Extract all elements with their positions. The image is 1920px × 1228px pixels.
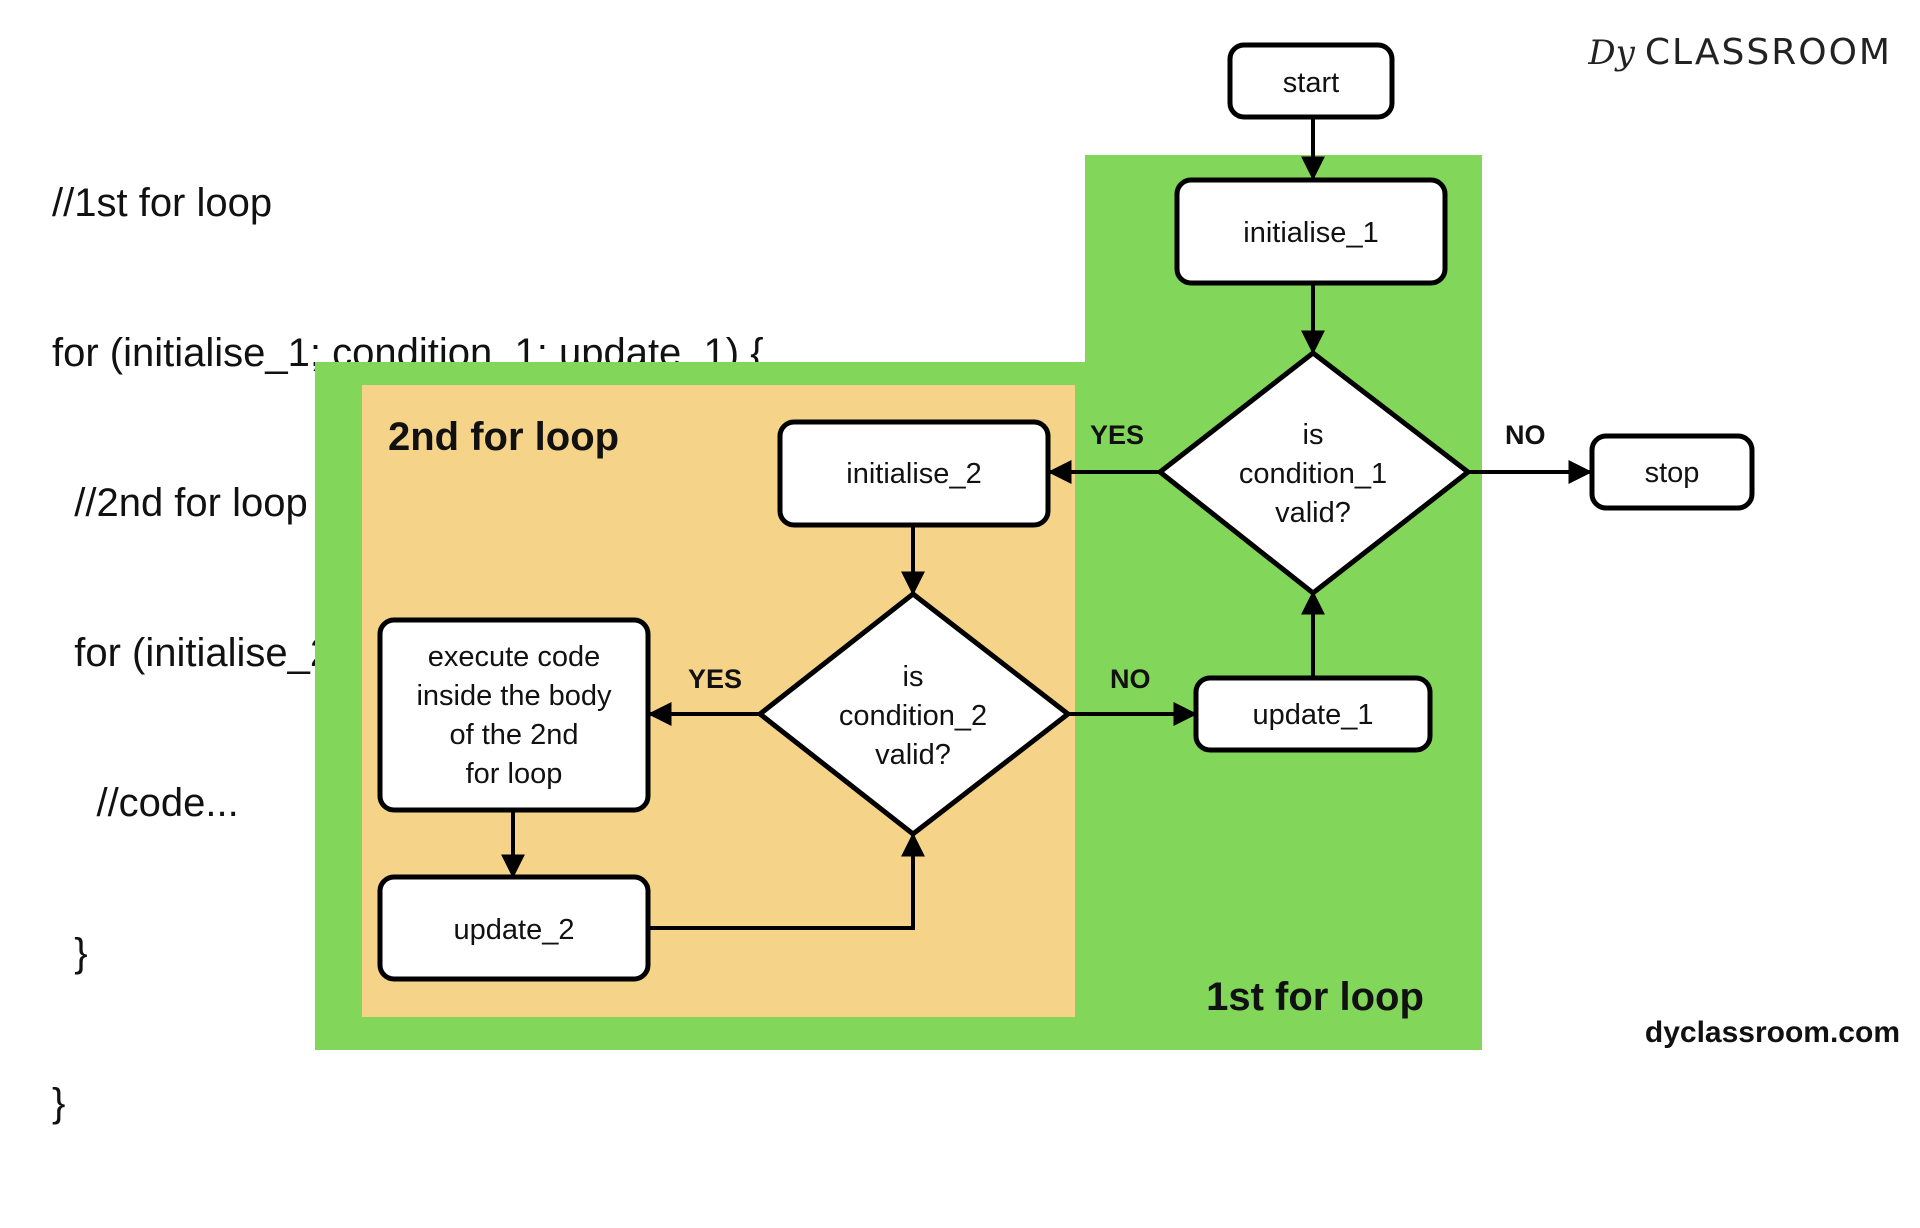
- code-line: }: [52, 931, 88, 975]
- condition-2-decision: [755, 590, 1073, 838]
- condition-2-line: condition_2: [839, 700, 987, 732]
- initialise-1-node: [1174, 177, 1448, 286]
- logo-mark: Dy: [1588, 32, 1635, 73]
- logo-wordmark: CLASSROOM: [1644, 32, 1892, 73]
- code-snippet: //1st for loop for (initialise_1; condit…: [52, 78, 786, 1228]
- code-line: for (initialise_2; condition_2; update_2…: [52, 631, 786, 675]
- condition-2-no-label: NO: [1110, 664, 1151, 694]
- stop-node: [1589, 433, 1755, 511]
- condition-1-decision: [1155, 349, 1473, 597]
- start-label: start: [1283, 67, 1339, 99]
- code-line: //2nd for loop: [52, 481, 308, 525]
- initialise-1-label: initialise_1: [1243, 217, 1378, 249]
- update-1-label: update_1: [1253, 699, 1374, 731]
- initialise-2-node: [777, 419, 1051, 528]
- code-line: //code...: [52, 781, 239, 825]
- code-line: }: [52, 1081, 66, 1125]
- condition-2-line: is: [903, 661, 924, 693]
- condition-1-line: is: [1303, 419, 1324, 451]
- condition-2-line: valid?: [875, 739, 951, 771]
- code-line: //1st for loop: [52, 181, 273, 225]
- stop-label: stop: [1645, 457, 1700, 489]
- code-line: for (initialise_1; condition_1; update_1…: [52, 331, 764, 375]
- outer-loop-label: 1st for loop: [1206, 975, 1424, 1019]
- condition-1-yes-label: YES: [1090, 420, 1144, 450]
- update-1-node: [1193, 675, 1433, 753]
- condition-1-line: valid?: [1275, 497, 1351, 529]
- condition-1-no-label: NO: [1505, 420, 1546, 450]
- start-node: [1227, 42, 1395, 120]
- initialise-2-label: initialise_2: [846, 458, 981, 490]
- condition-1-line: condition_1: [1239, 458, 1387, 490]
- classroom-logo: Dy CLASSROOM: [1588, 32, 1892, 73]
- website-label: dyclassroom.com: [1644, 1016, 1900, 1049]
